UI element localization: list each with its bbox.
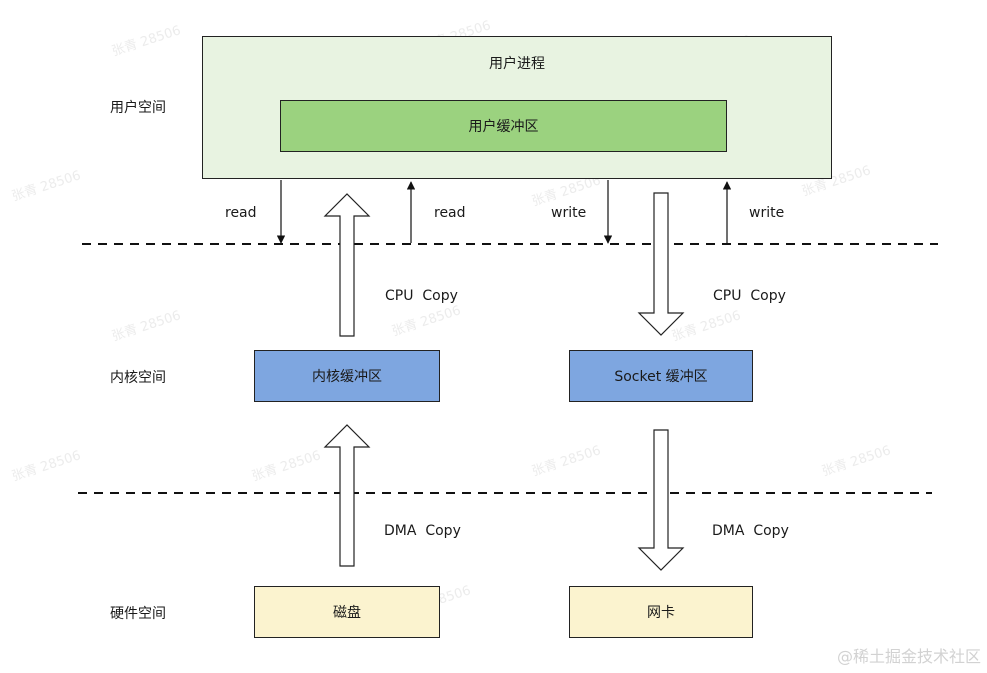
write-label-left: write <box>551 205 587 221</box>
write-label-right: write <box>749 205 785 221</box>
socket-buffer-label: Socket 缓冲区 <box>614 369 708 385</box>
dma-copy-label-left: DMA Copy <box>384 523 461 539</box>
cpu-copy-up-arrow <box>323 193 371 337</box>
disk-box: 磁盘 <box>254 586 440 638</box>
footer-watermark: @稀土掘金技术社区 <box>836 647 981 666</box>
user-buffer-box: 用户缓冲区 <box>280 100 727 152</box>
dma-copy-label-right: DMA Copy <box>712 523 789 539</box>
layer-label-hardware: 硬件空间 <box>110 606 166 622</box>
layer-label-user: 用户空间 <box>110 100 166 116</box>
nic-label: 网卡 <box>647 605 675 621</box>
layer-label-kernel: 内核空间 <box>110 370 166 386</box>
read-label-right: read <box>434 205 466 221</box>
cpu-copy-label-left: CPU Copy <box>385 288 458 304</box>
socket-buffer-box: Socket 缓冲区 <box>569 350 753 402</box>
cpu-copy-label-right: CPU Copy <box>713 288 786 304</box>
cpu-copy-down-arrow <box>637 192 685 336</box>
disk-label: 磁盘 <box>333 605 361 621</box>
user-buffer-label: 用户缓冲区 <box>468 119 539 135</box>
kernel-buffer-box: 内核缓冲区 <box>254 350 440 402</box>
kernel-buffer-label: 内核缓冲区 <box>312 369 382 385</box>
dma-copy-up-arrow <box>323 424 371 567</box>
user-process-title: 用户进程 <box>489 56 545 72</box>
nic-box: 网卡 <box>569 586 753 638</box>
dma-copy-down-arrow <box>637 429 685 571</box>
read-label-left: read <box>225 205 257 221</box>
